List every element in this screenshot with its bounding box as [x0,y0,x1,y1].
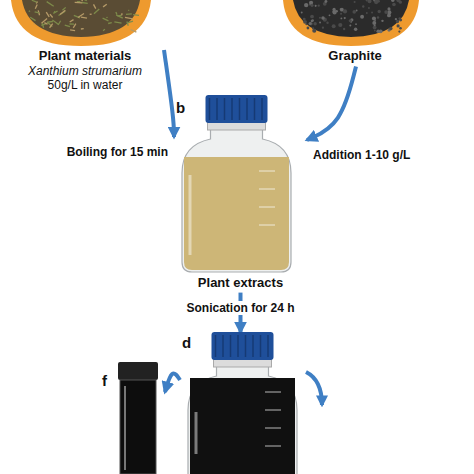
panel-letter: f [102,372,107,390]
illustration [100,362,165,474]
node-label: 50g/L in water [6,78,164,92]
step-label: Sonication for 24 h [184,301,296,315]
step-label: Addition 1-10 g/L [311,148,412,162]
node-label: Graphite [271,48,439,64]
process-arrow [164,50,174,137]
process-arrow [165,373,180,392]
node-label: Plant extracts [174,275,307,291]
node-label: Xanthium strumarium [6,64,164,78]
step-label: Boiling for 15 min [65,145,170,159]
material-photo: Graphite [271,0,439,64]
node-label: Plant materials [6,48,164,64]
panel-letter: b [176,99,185,117]
illustration [174,95,299,275]
illustration [6,0,156,48]
process-arrow [307,67,356,140]
illustration [271,0,431,48]
panel-letter: d [182,334,191,352]
sample-bottle: bPlant extracts [174,95,307,291]
sample-bottle: d [180,332,305,474]
process-arrow [306,372,322,405]
sample-bottle: f [100,362,165,474]
illustration [180,332,305,474]
material-photo: Plant materialsXanthium strumarium50g/L … [6,0,164,92]
